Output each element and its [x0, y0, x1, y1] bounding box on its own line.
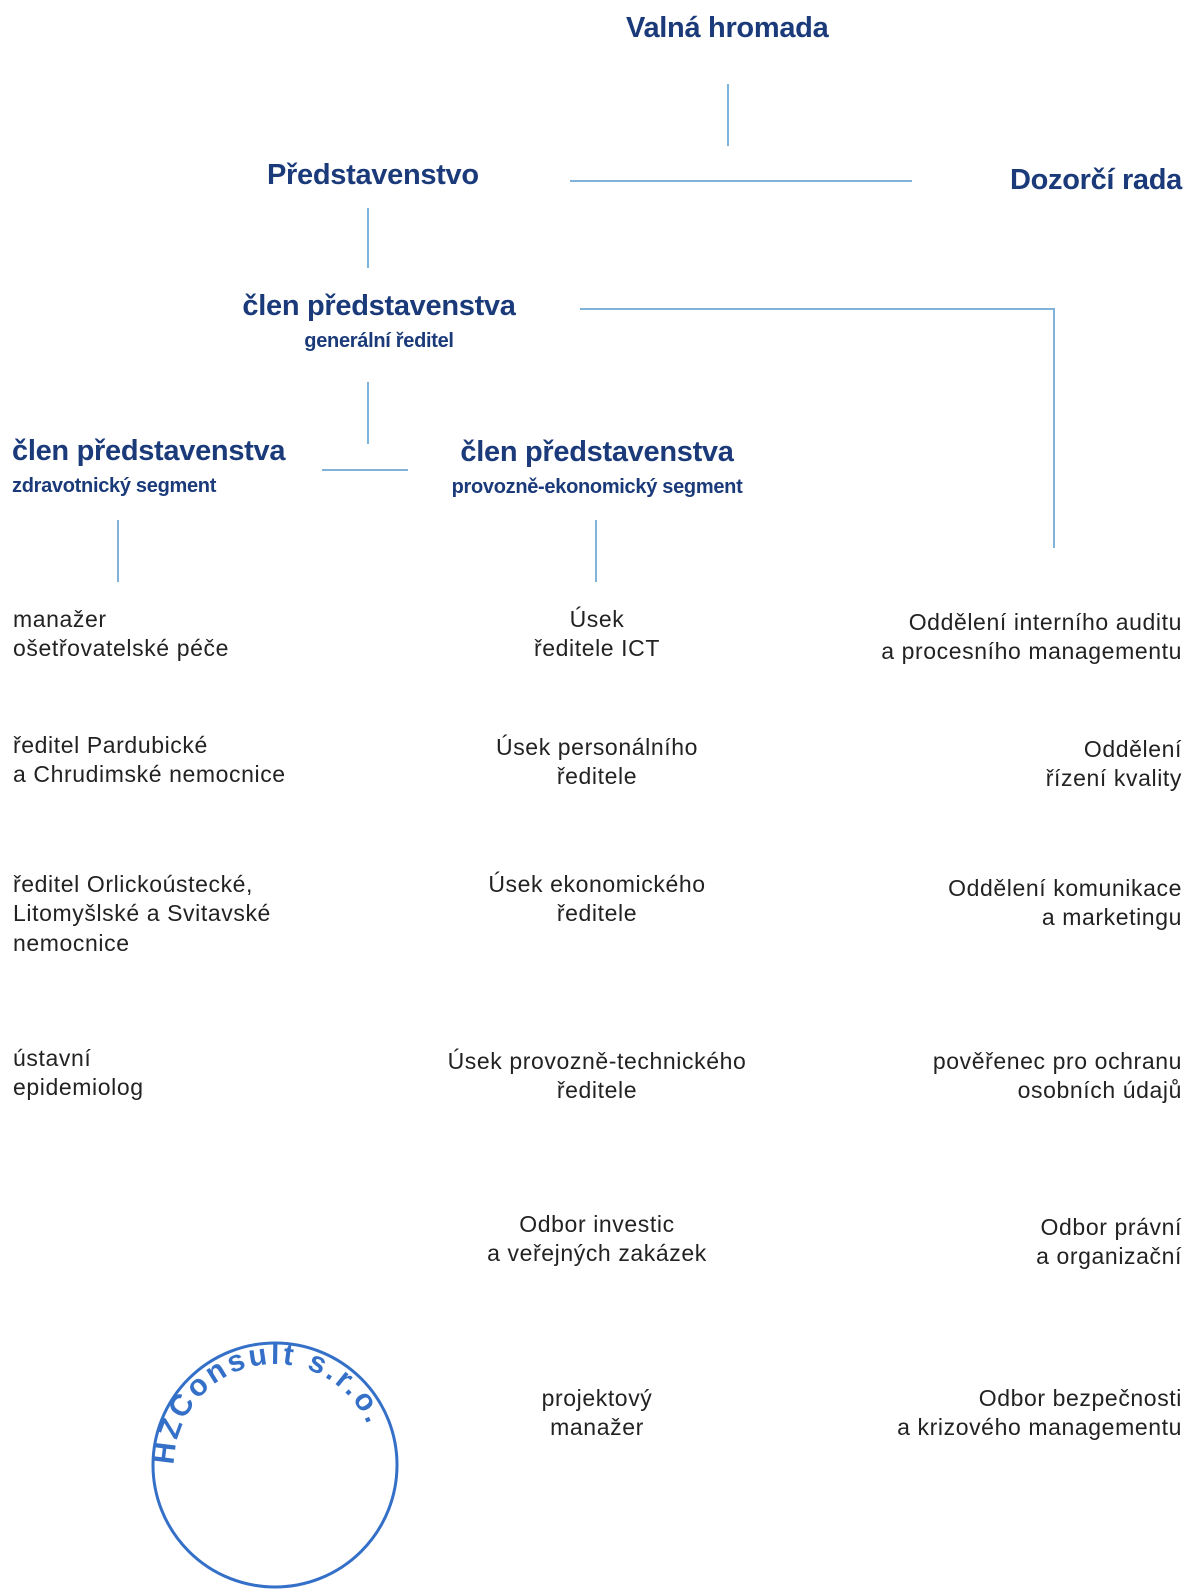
- unit-line: ošetřovatelské péče: [13, 635, 229, 662]
- unit-line: Odbor bezpečnosti: [978, 1385, 1182, 1411]
- connector-health-down: [117, 520, 119, 582]
- unit-legal: Odbor právní a organizační: [1036, 1213, 1182, 1272]
- unit-line: projektový: [541, 1385, 653, 1411]
- unit-line: a marketingu: [1041, 904, 1182, 931]
- unit-nursing-manager: manažer ošetřovatelské péče: [13, 605, 229, 664]
- unit-line: ředitel Pardubické: [13, 732, 208, 758]
- unit-data-protection: pověřenec pro ochranu osobních údajů: [933, 1047, 1182, 1106]
- general-manager-subtitle: generální ředitel: [304, 330, 454, 353]
- general-manager-title: člen představenstva: [242, 290, 516, 322]
- connector-gm-staff: [580, 308, 1055, 310]
- company-stamp: HZConsult s.r.o.: [150, 1340, 399, 1589]
- stamp-text: HZConsult s.r.o.: [150, 1340, 392, 1466]
- health-segment-title: člen představenstva: [12, 435, 286, 467]
- unit-line: Oddělení komunikace: [948, 875, 1182, 901]
- unit-line: řízení kvality: [1045, 765, 1182, 792]
- unit-investments: Odbor investic a veřejných zakázek: [397, 1210, 797, 1269]
- unit-line: Litomyšlské a Svitavské: [13, 900, 271, 927]
- unit-line: a veřejných zakázek: [487, 1240, 707, 1267]
- unit-line: ředitele: [556, 763, 638, 790]
- unit-line: epidemiolog: [13, 1074, 144, 1101]
- unit-line: Úsek: [569, 606, 625, 632]
- connector-operations-down: [595, 520, 597, 582]
- connector-segments: [322, 469, 408, 471]
- connector-board-supervisory: [570, 180, 912, 182]
- node-predstavenstvo: Představenstvo: [267, 159, 479, 191]
- unit-line: ředitele ICT: [533, 635, 661, 662]
- unit-project-manager: projektový manažer: [397, 1384, 797, 1443]
- stamp-text-path: HZConsult s.r.o.: [150, 1340, 389, 1466]
- operations-segment-subtitle: provozně-ekonomický segment: [451, 476, 743, 499]
- unit-hr: Úsek personálního ředitele: [397, 733, 797, 792]
- unit-technical: Úsek provozně-technického ředitele: [397, 1047, 797, 1106]
- unit-line: Úsek provozně-technického: [447, 1048, 747, 1074]
- unit-line: osobních údajů: [1017, 1077, 1182, 1104]
- unit-line: a Chrudimské nemocnice: [13, 761, 286, 788]
- unit-line: Odbor investic: [519, 1211, 675, 1237]
- unit-quality: Oddělení řízení kvality: [1046, 735, 1182, 794]
- unit-line: nemocnice: [13, 929, 130, 956]
- node-health-segment: člen představenstva zdravotnický segment: [12, 433, 285, 500]
- unit-pardubice-director: ředitel Pardubické a Chrudimské nemocnic…: [13, 731, 286, 790]
- unit-line: Úsek ekonomického: [488, 871, 706, 897]
- unit-line: a procesního managementu: [881, 638, 1182, 665]
- unit-line: Oddělení: [1083, 736, 1182, 762]
- unit-line: manažer: [13, 606, 107, 632]
- unit-line: ředitele: [556, 900, 638, 927]
- unit-epidemiologist: ústavní epidemiolog: [13, 1044, 144, 1103]
- connector-staff-down: [1053, 308, 1055, 548]
- node-dozorci-rada: Dozorčí rada: [1009, 164, 1182, 196]
- unit-communication: Oddělení komunikace a marketingu: [948, 874, 1182, 933]
- connector-board-down: [367, 208, 369, 268]
- unit-orlickoustecka-director: ředitel Orlickoústecké, Litomyšlské a Sv…: [13, 870, 271, 958]
- unit-line: pověřenec pro ochranu: [932, 1048, 1182, 1074]
- unit-line: ústavní: [13, 1045, 92, 1071]
- node-operations-segment: člen představenstva provozně-ekonomický …: [420, 434, 774, 501]
- unit-line: Oddělení interního auditu: [908, 609, 1182, 635]
- unit-economic: Úsek ekonomického ředitele: [397, 870, 797, 929]
- unit-line: a organizační: [1036, 1243, 1182, 1270]
- node-general-manager: člen představenstva generální ředitel: [236, 288, 522, 355]
- unit-ict: Úsek ředitele ICT: [397, 605, 797, 664]
- connector-valna-down: [727, 84, 729, 146]
- unit-line: ředitele: [556, 1077, 638, 1104]
- unit-line: Odbor právní: [1040, 1214, 1182, 1240]
- unit-security: Odbor bezpečnosti a krizového management…: [897, 1384, 1182, 1443]
- node-valna-hromada: Valná hromada: [626, 12, 829, 44]
- health-segment-subtitle: zdravotnický segment: [12, 475, 217, 498]
- connector-gm-down: [367, 382, 369, 444]
- operations-segment-title: člen představenstva: [460, 436, 734, 468]
- unit-line: Úsek personálního: [496, 734, 698, 760]
- unit-line: manažer: [550, 1414, 644, 1441]
- unit-line: a krizového managementu: [897, 1414, 1182, 1441]
- unit-internal-audit: Oddělení interního auditu a procesního m…: [881, 608, 1182, 667]
- unit-line: ředitel Orlickoústecké,: [13, 871, 254, 897]
